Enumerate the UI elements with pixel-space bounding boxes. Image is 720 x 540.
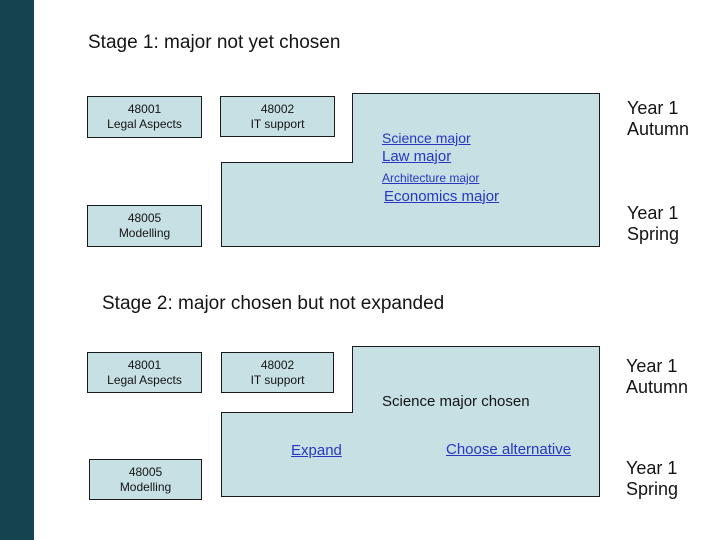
course-name: Legal Aspects xyxy=(107,117,182,131)
term-label-autumn: Year 1 Autumn xyxy=(626,356,689,397)
science-major-link[interactable]: Science major xyxy=(382,130,471,146)
chosen-major-region xyxy=(221,346,600,497)
term-label-spring: Year 1 Spring xyxy=(626,458,679,499)
course-name: IT support xyxy=(250,116,305,131)
course-code: 48001 xyxy=(127,357,162,372)
chosen-major-status: Science major chosen xyxy=(382,393,530,410)
course-code: 48001 xyxy=(127,102,162,116)
term-label-spring: Year 1 Spring xyxy=(627,203,680,244)
course-code: 48005 xyxy=(127,211,162,225)
course-box-48005: 48005 Modelling xyxy=(89,459,202,500)
course-code: 48005 xyxy=(128,464,163,479)
choose-alternative-link[interactable]: Choose alternative xyxy=(446,441,572,458)
stage2-title: Stage 2: major chosen but not expanded xyxy=(102,293,445,314)
major-choice-region xyxy=(221,93,600,247)
course-name: IT support xyxy=(250,372,305,387)
chosen-major-shape xyxy=(221,346,600,497)
course-box-48001: 48001 Legal Aspects xyxy=(87,352,202,393)
course-code: 48002 xyxy=(260,101,295,116)
course-name: Modelling xyxy=(119,479,172,494)
stage1-title: Stage 1: major not yet chosen xyxy=(88,32,341,53)
course-box-48001: 48001 Legal Aspects xyxy=(87,96,202,138)
expand-link[interactable]: Expand xyxy=(291,442,342,459)
course-box-48002: 48002 IT support xyxy=(221,352,334,393)
course-name: Legal Aspects xyxy=(107,372,182,387)
term-label-autumn: Year 1 Autumn xyxy=(627,98,690,139)
course-box-48005: 48005 Modelling xyxy=(87,205,202,247)
course-box-48002: 48002 IT support xyxy=(220,96,335,137)
law-major-link[interactable]: Law major xyxy=(382,148,452,165)
course-code: 48002 xyxy=(260,357,295,372)
course-name: Modelling xyxy=(118,226,171,240)
slide-accent-bar xyxy=(0,0,34,540)
architecture-major-link[interactable]: Architecture major xyxy=(382,171,480,185)
major-choice-shape xyxy=(221,93,600,247)
economics-major-link[interactable]: Economics major xyxy=(384,188,500,205)
